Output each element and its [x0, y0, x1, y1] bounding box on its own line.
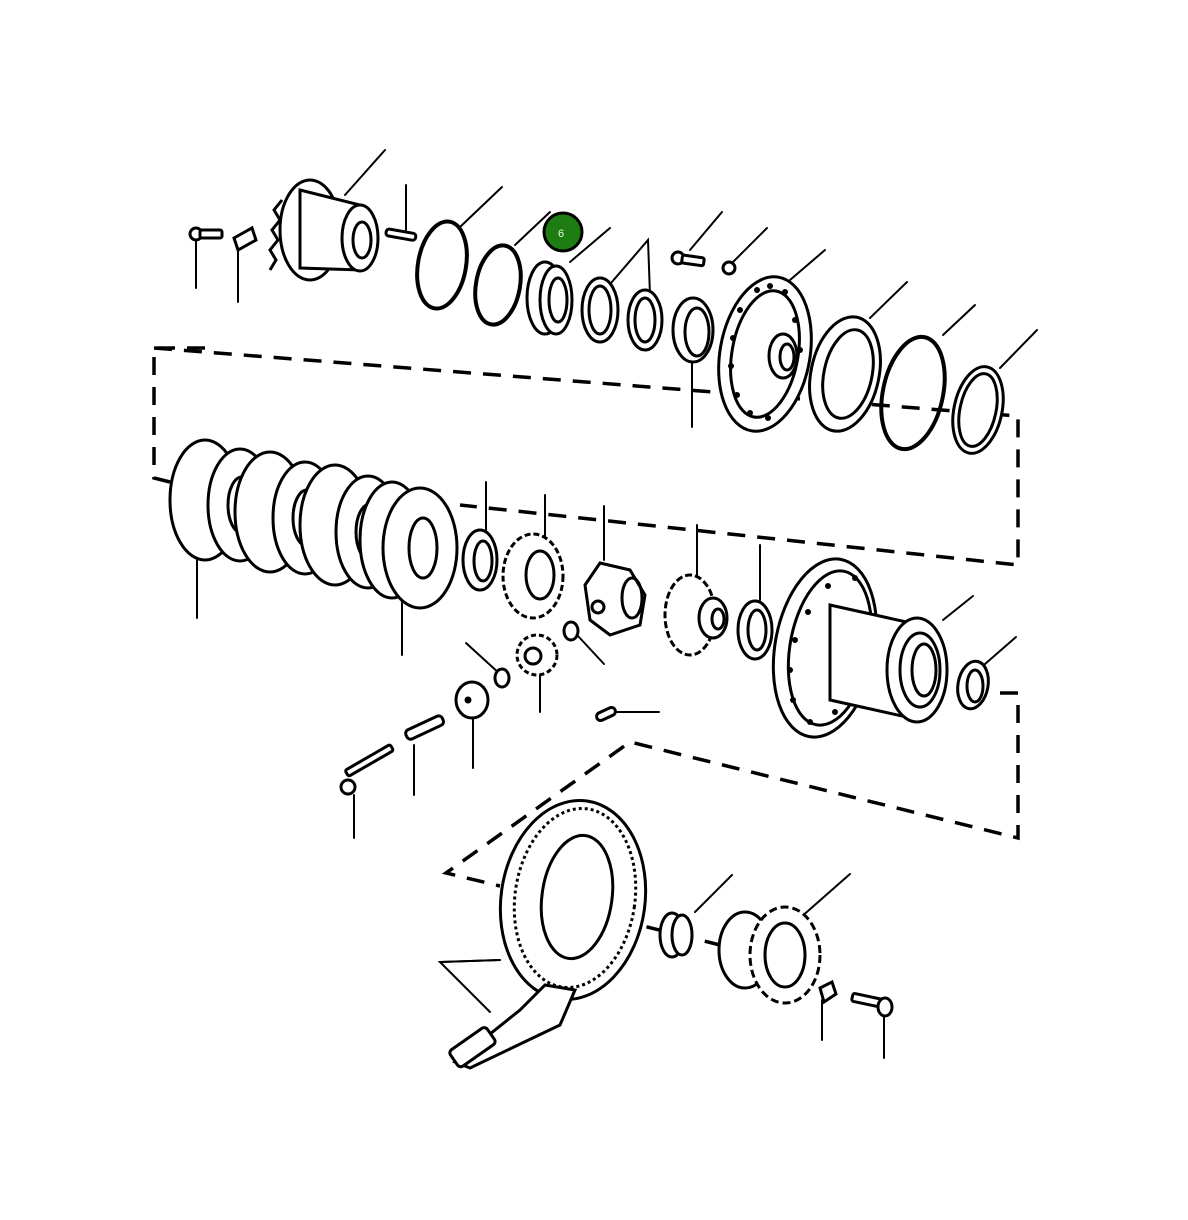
pin-part[interactable] — [384, 184, 418, 242]
clutch-disc-pack-part[interactable] — [168, 438, 459, 656]
washer-part[interactable] — [721, 227, 768, 276]
callout-badge-label: 6 — [558, 228, 564, 240]
callout-badge[interactable]: 6 — [542, 211, 584, 253]
side-gear-part[interactable] — [663, 524, 729, 657]
bearing-race-part[interactable] — [580, 237, 664, 352]
cam-block-part[interactable] — [583, 505, 647, 637]
clutch-hub-part[interactable] — [268, 149, 386, 282]
pinion-bearing-part[interactable] — [658, 874, 733, 959]
washer-part[interactable] — [465, 642, 511, 689]
diff-carrier-part[interactable] — [717, 873, 851, 1005]
differential-case-part[interactable] — [760, 551, 974, 746]
bearing-cup-part[interactable] — [954, 636, 1017, 711]
thrust-washer-part[interactable] — [736, 544, 774, 661]
o-ring-part[interactable] — [469, 211, 551, 328]
bolt-part[interactable] — [850, 992, 894, 1059]
shim-ring-part[interactable] — [945, 329, 1038, 458]
cover-plate-part[interactable] — [707, 249, 826, 439]
lock-tab-part[interactable] — [818, 979, 838, 1041]
bolt-part[interactable] — [670, 211, 723, 268]
thrust-washer-part[interactable] — [461, 481, 499, 592]
tapered-bearing-part[interactable] — [525, 227, 611, 336]
lock-tab-part[interactable] — [232, 225, 258, 303]
washer-part[interactable] — [562, 620, 605, 665]
long-bolt-part[interactable] — [339, 743, 395, 839]
ring-and-pinion-gear-part[interactable] — [437, 791, 658, 1070]
spacer-part[interactable] — [454, 680, 490, 769]
callout-badge-circle — [542, 211, 584, 253]
thrust-washer-part[interactable] — [800, 281, 908, 438]
bolt-part[interactable] — [188, 226, 224, 289]
pinion-gear-part[interactable] — [515, 633, 559, 713]
snap-ring-part[interactable] — [872, 304, 976, 455]
pin-part[interactable] — [595, 705, 660, 723]
cross-shaft-part[interactable] — [404, 714, 445, 796]
side-gear-part[interactable] — [501, 494, 565, 620]
seal-part[interactable] — [671, 296, 715, 428]
o-ring-part[interactable] — [411, 186, 503, 312]
